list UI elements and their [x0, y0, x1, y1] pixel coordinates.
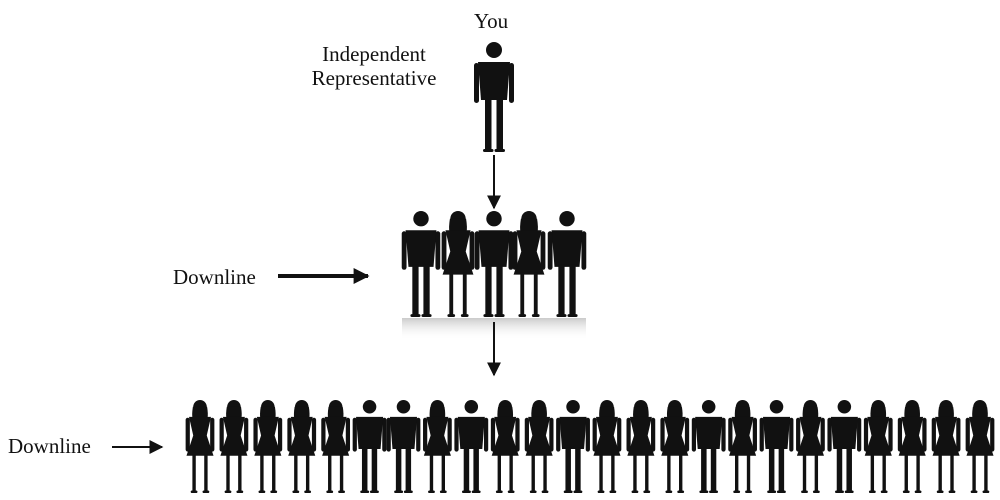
person-silhouette-icon-level2-15 [660, 400, 690, 493]
person-silhouette-icon-level2-19 [796, 400, 825, 493]
person-silhouette-icon-level2-13 [592, 400, 622, 493]
level2-people-group [185, 400, 995, 493]
person-silhouette-icon-level1-3 [474, 211, 514, 317]
person-silhouette-icon-level2-14 [626, 400, 656, 493]
person-silhouette-icon-level2-18 [759, 400, 794, 493]
person-silhouette-icon-level2-23 [931, 400, 961, 493]
person-silhouette-icon-level1-1 [401, 211, 441, 317]
downline-label-level-2: Downline [8, 434, 91, 458]
person-silhouette-icon-level2-17 [728, 400, 757, 493]
person-silhouette-icon-level2-16 [691, 400, 726, 493]
person-silhouette-icon-level2-10 [490, 400, 520, 493]
person-silhouette-icon-level2-11 [524, 400, 554, 493]
person-silhouette-icon-level2-6 [352, 400, 387, 493]
person-silhouette-icon-level1-5 [547, 211, 587, 317]
level1-people-group [401, 211, 587, 340]
downline-label-level-1: Downline [173, 265, 256, 289]
person-silhouette-icon-level2-12 [556, 400, 590, 493]
person-silhouette-icon-level2-7 [386, 400, 421, 493]
person-silhouette-icon-level2-1 [185, 400, 215, 493]
person-silhouette-icon-level2-20 [827, 400, 862, 493]
person-silhouette-icon-level2-4 [287, 400, 317, 493]
role-line-2: Representative [311, 66, 437, 90]
person-silhouette-icon-level2-24 [965, 400, 995, 493]
person-silhouette-icon-level2-5 [321, 400, 351, 493]
person-silhouette-icon-you [474, 42, 514, 152]
person-silhouette-icon-level2-22 [897, 400, 927, 493]
person-silhouette-icon-level2-3 [253, 400, 283, 493]
person-silhouette-icon-level2-2 [219, 400, 249, 493]
person-silhouette-icon-level1-4 [512, 211, 546, 317]
role-line-1: Independent [322, 42, 426, 66]
you-label: You [474, 9, 509, 33]
you-person-silhouette-icon [474, 42, 514, 152]
person-silhouette-icon-level2-21 [863, 400, 893, 493]
person-silhouette-icon-level2-9 [454, 400, 489, 493]
person-silhouette-icon-level1-2 [441, 211, 475, 317]
person-silhouette-icon-level2-8 [423, 400, 452, 493]
role-label: Independent Representative [300, 42, 448, 90]
